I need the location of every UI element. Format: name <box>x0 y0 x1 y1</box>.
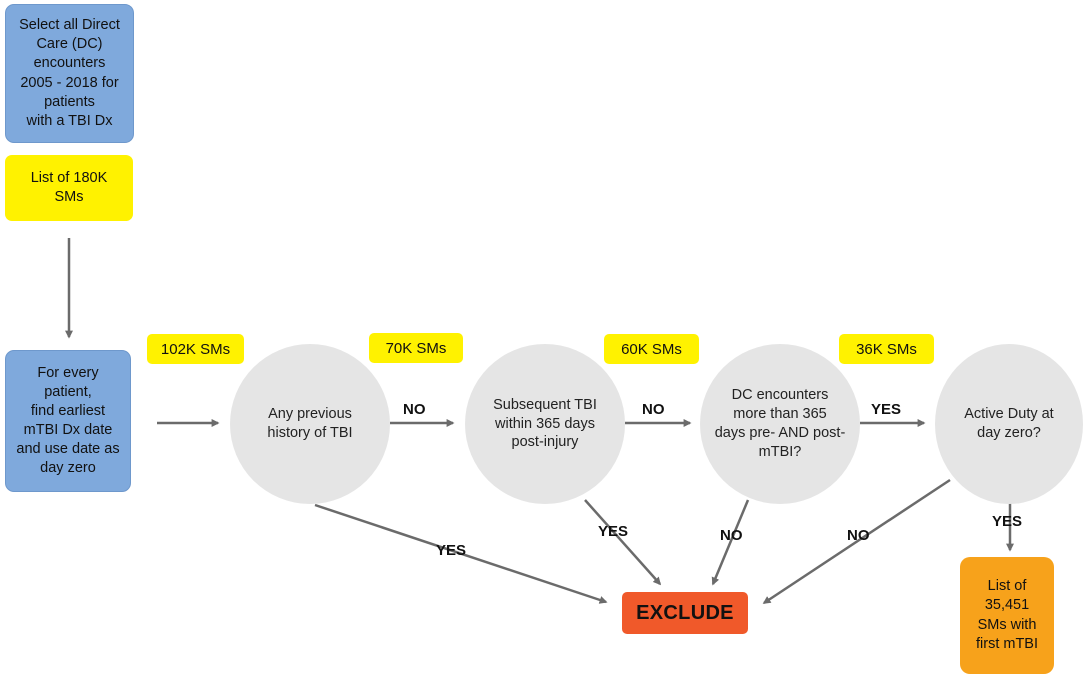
list-180k-box: List of 180K SMs <box>5 155 133 221</box>
edge-label-no-1: NO <box>403 401 426 418</box>
decision-previous-tbi: Any previous history of TBI <box>230 344 390 504</box>
edge-label-yes-d2-exclude: YES <box>598 523 629 540</box>
day-zero-box: For every patient, find earliest mTBI Dx… <box>5 350 131 492</box>
edge-label-yes-d4-result: YES <box>992 513 1023 530</box>
select-encounters-box: Select all Direct Care (DC) encounters 2… <box>5 4 134 143</box>
decision-subsequent-tbi: Subsequent TBI within 365 days post-inju… <box>465 344 625 504</box>
edge-label-no-d4-exclude: NO <box>847 527 870 544</box>
exclude-box: EXCLUDE <box>622 592 748 634</box>
edge-label-yes-d1-exclude: YES <box>436 542 467 559</box>
edge-label-no-2: NO <box>642 401 665 418</box>
count-badge-36k: 36K SMs <box>839 334 934 364</box>
arrow-d3-to-exclude <box>711 499 750 586</box>
arrow-d1-to-exclude <box>314 503 608 604</box>
edge-label-yes-3: YES <box>871 401 902 418</box>
count-badge-60k: 60K SMs <box>604 334 699 364</box>
edge-label-no-d3-exclude: NO <box>720 527 743 544</box>
result-box: List of 35,451 SMs with first mTBI <box>960 557 1054 674</box>
decision-active-duty: Active Duty at day zero? <box>935 344 1083 504</box>
count-badge-70k: 70K SMs <box>369 333 463 363</box>
arrow-d4-to-exclude <box>762 478 951 605</box>
count-badge-102k: 102K SMs <box>147 334 244 364</box>
decision-dc-encounters: DC encounters more than 365 days pre- AN… <box>700 344 860 504</box>
arrow-d2-to-exclude <box>584 499 662 586</box>
